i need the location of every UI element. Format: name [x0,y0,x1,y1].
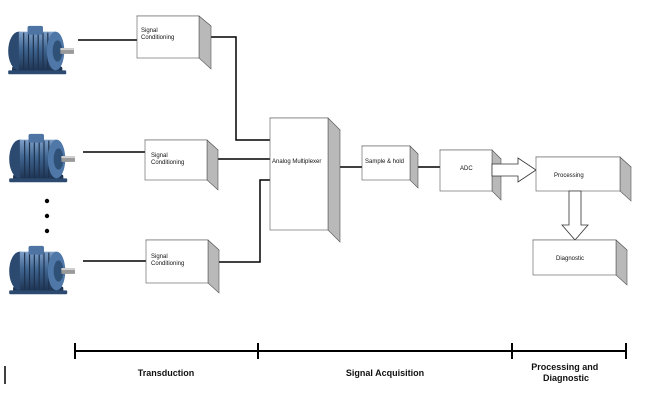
motor-icon [8,133,76,183]
analog-multiplexer-block: Analog Multiplexer [269,117,341,243]
sample-hold-block: Sample & hold [361,145,419,189]
diagnostic-block: Diagnostic [532,239,628,286]
motor-icon [8,245,76,295]
sample-hold-label: Sample & hold [365,159,404,165]
arrow-processing-to-diagnostic [561,190,589,241]
analog-multiplexer-label: Analog Multiplexer [272,159,321,165]
processing-block: Processing [535,156,632,202]
ellipsis-dots [44,198,50,234]
phase-signal-acquisition-label: Signal Acquisition [346,368,424,378]
arrow-adc-to-processing [491,157,537,183]
phase-transduction-label: Transduction [138,368,195,378]
motor-icon [7,25,75,75]
phase-processing-diagnostic-label: Processing and Diagnostic [531,362,601,383]
connection-lines [78,36,440,263]
phase-timeline [74,343,627,359]
diagnostic-label: Diagnostic [556,256,584,262]
adc-block: ADC [439,149,502,201]
adc-label: ADC [460,166,473,172]
processing-label: Processing [554,173,584,179]
